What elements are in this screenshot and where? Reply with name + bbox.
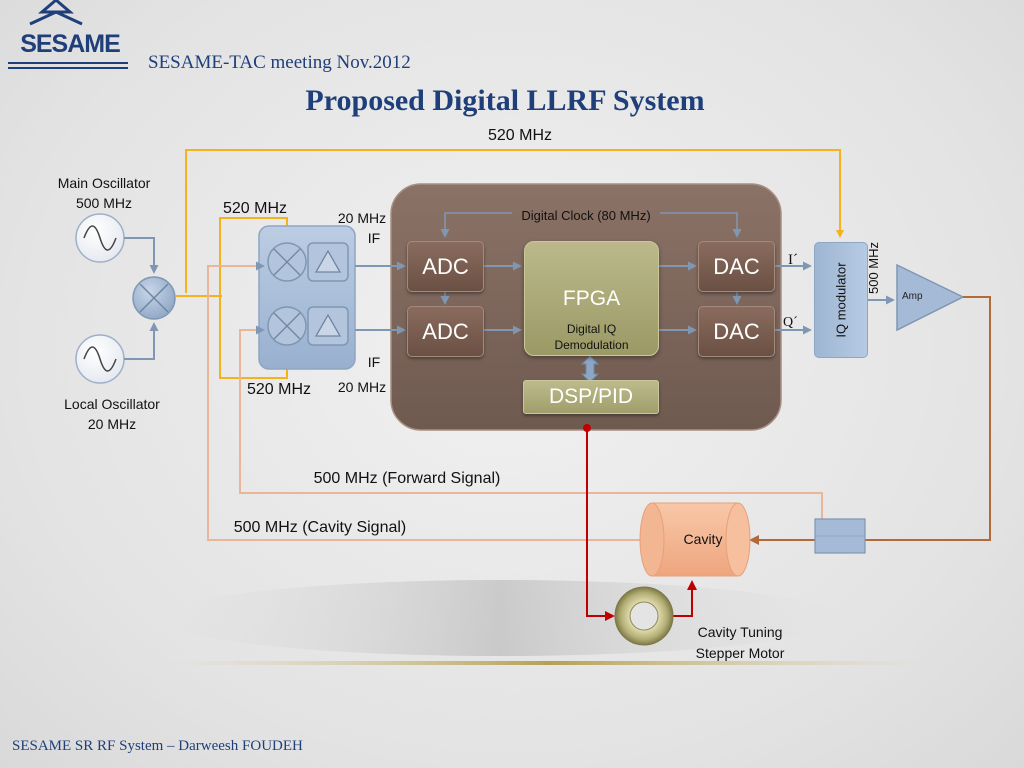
cavity-signal-line — [207, 261, 640, 541]
fpga-sub-label-1: Digital IQ — [566, 322, 617, 336]
forward-signal-label: 500 MHz (Forward Signal) — [313, 470, 501, 487]
digital-clock-label: Digital Clock (80 MHz) — [521, 208, 651, 223]
if-freq-bottom: 20 MHz — [337, 379, 387, 395]
amp-label: Amp — [902, 291, 923, 302]
dac-block-2: DAC — [698, 306, 775, 357]
meeting-subtitle: SESAME-TAC meeting Nov.2012 — [148, 52, 411, 73]
forward-signal-line — [239, 325, 823, 520]
fpga-block: FPGA Digital IQ Demodulation — [524, 241, 659, 356]
main-oscillator-freq: 500 MHz — [75, 195, 133, 211]
footer-text: SESAME SR RF System – Darweesh FOUDEH — [12, 738, 303, 754]
if-freq-top: 20 MHz — [337, 210, 387, 226]
fpga-sub-label-2: Demodulation — [554, 338, 629, 352]
local-oscillator-freq: 20 MHz — [87, 416, 137, 432]
filter-icon — [307, 242, 349, 346]
tuning-control-line — [586, 428, 615, 621]
i-prime-label: I´ — [788, 252, 798, 268]
amplifier-icon — [896, 263, 965, 332]
lo-520-top-label: 520 MHz — [222, 200, 288, 217]
q-prime-label: Q´ — [783, 315, 798, 330]
iq-modulator-label: IQ modulator — [833, 262, 849, 338]
main-oscillator-label: Main Oscillator — [57, 175, 151, 191]
mixer-icon — [267, 242, 307, 346]
sesame-logo — [8, 0, 128, 69]
adc-block-1: ADC — [407, 241, 484, 292]
tuning-label-line2: Stepper Motor — [695, 645, 785, 661]
dsp-pid-block: DSP/PID — [523, 380, 659, 414]
rf-drive-line — [749, 296, 991, 545]
lo-520-label: 520 MHz — [487, 127, 553, 144]
iq-modulator-block: IQ modulator — [814, 242, 868, 358]
if-bottom-label: IF — [367, 354, 381, 370]
logo-text: SESAME — [20, 30, 121, 58]
local-oscillator-label: Local Oscillator — [64, 396, 160, 412]
cavity-icon — [639, 502, 751, 577]
lo-520-to-iq-line — [185, 149, 844, 293]
if-top-label: IF — [367, 230, 381, 246]
floor-shadow — [160, 580, 840, 656]
fpga-label: FPGA — [562, 287, 621, 310]
adc-block-2: ADC — [407, 306, 484, 357]
tuning-label-line1: Cavity Tuning — [697, 624, 783, 640]
cavity-signal-label: 500 MHz (Cavity Signal) — [233, 519, 407, 536]
gold-divider — [165, 661, 935, 665]
page-title: Proposed Digital LLRF System — [305, 84, 705, 117]
iq-freq-label: 500 MHz — [866, 241, 881, 294]
cavity-label: Cavity — [683, 531, 723, 547]
lo-520-bottom-label: 520 MHz — [246, 381, 312, 398]
dac-block-1: DAC — [698, 241, 775, 292]
